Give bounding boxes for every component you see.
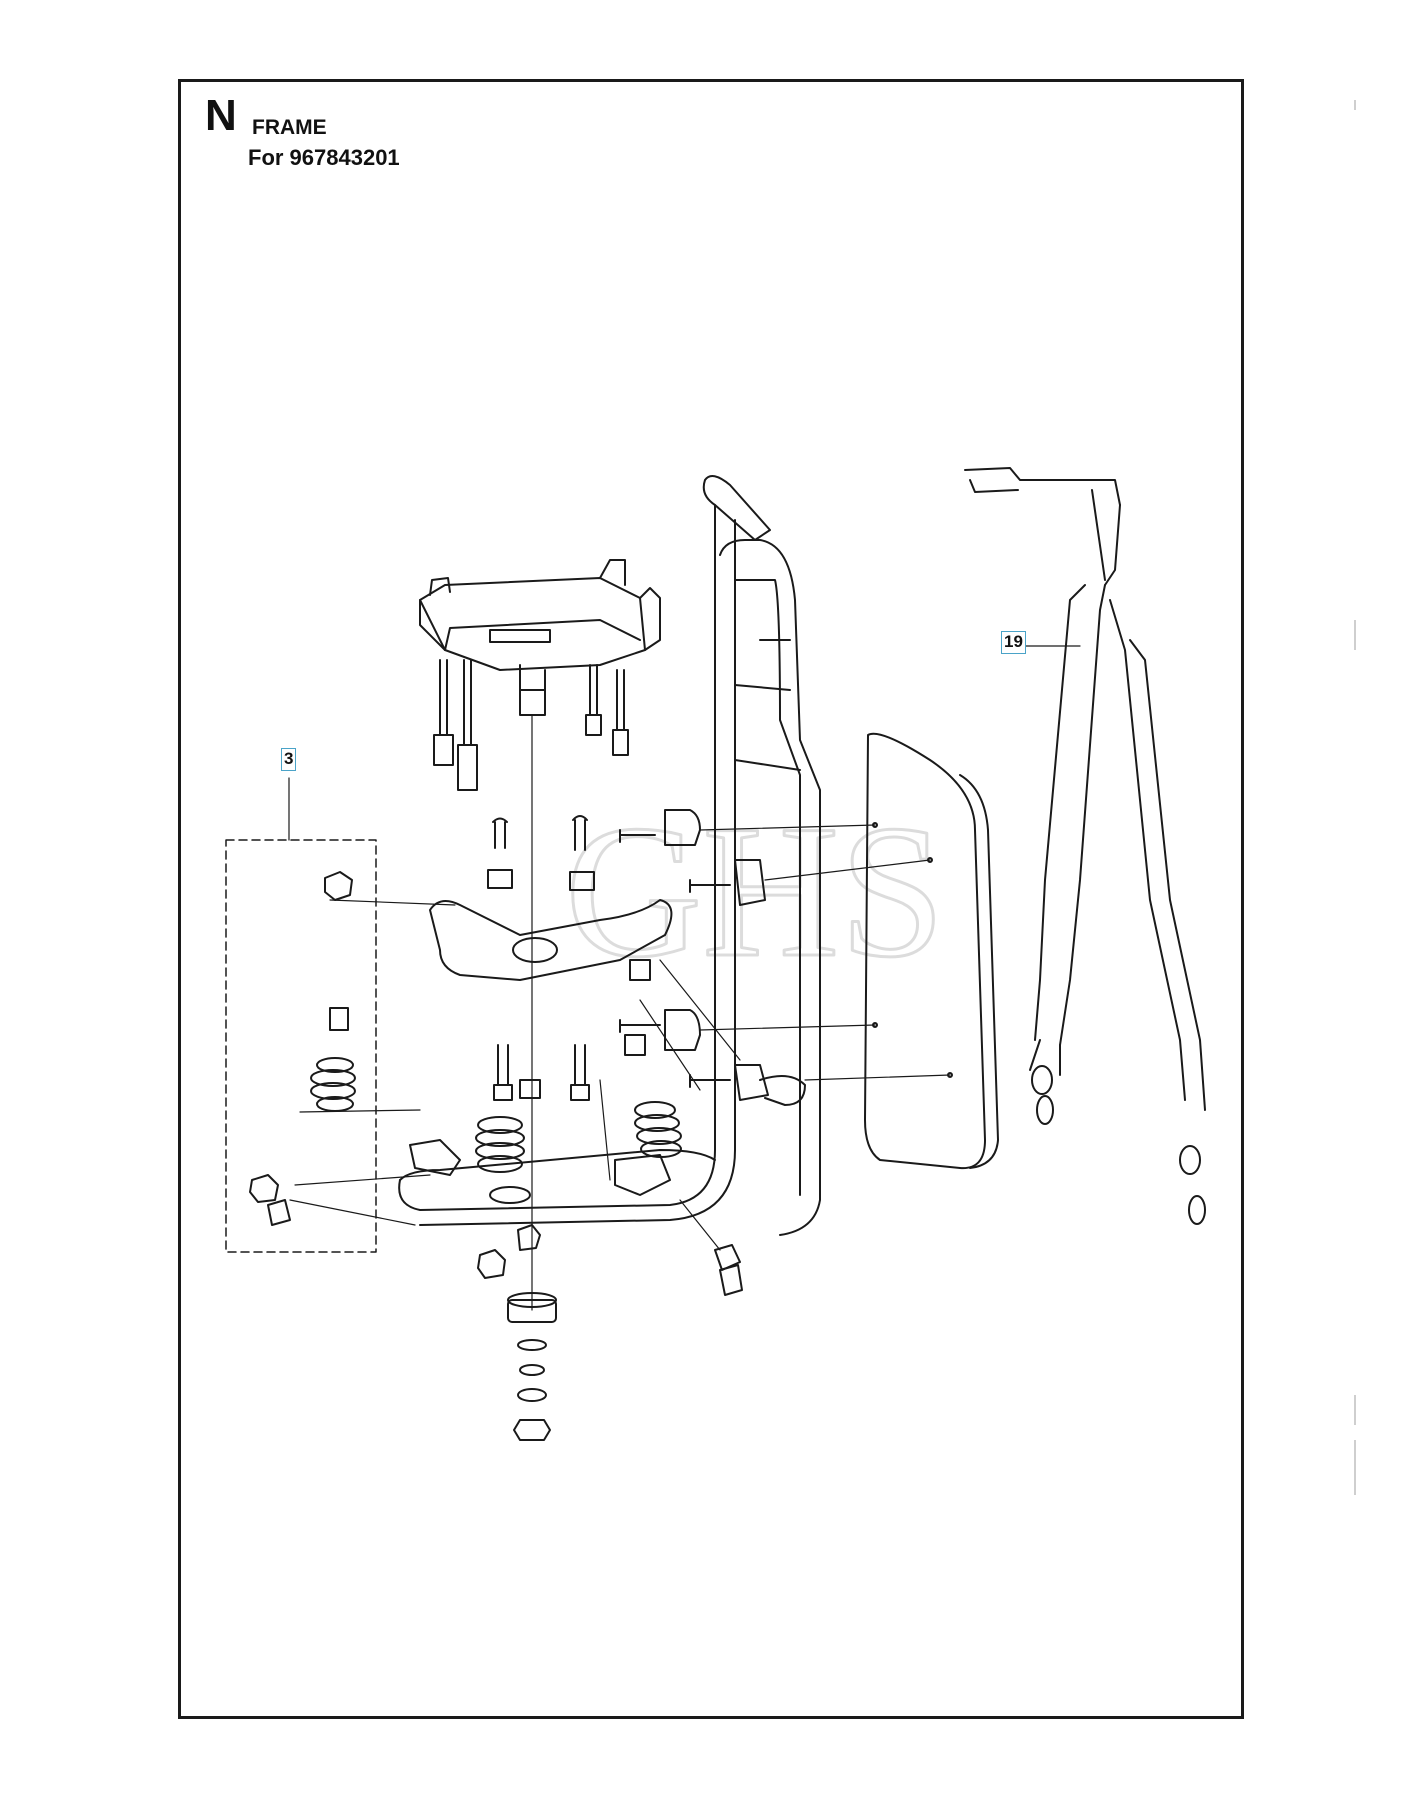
edge-mark [1354, 620, 1356, 650]
plate-bolts [433, 659, 629, 791]
callout-item-19[interactable]: 19 [1001, 631, 1026, 654]
lower-brackets [329, 959, 671, 1204]
edge-mark [1354, 100, 1356, 110]
leader-lines [289, 899, 741, 1251]
edge-mark [1354, 1475, 1356, 1495]
watermark-logo: GHS [565, 787, 945, 997]
section-letter: N [205, 91, 237, 140]
kit-box-3 [225, 839, 377, 1253]
springs [310, 1057, 682, 1173]
back-pad [864, 732, 999, 1170]
section-title: FRAME [252, 116, 327, 139]
edge-mark [1354, 1440, 1356, 1480]
pivot-bracket [429, 815, 673, 1101]
bearing-stack [507, 1292, 557, 1441]
model-number: For 967843201 [248, 145, 400, 170]
harness [964, 467, 1206, 1225]
back-frame [398, 475, 821, 1236]
mounting-plate [419, 559, 661, 1311]
callout-item-3[interactable]: 3 [281, 748, 297, 771]
edge-mark [1354, 1395, 1356, 1425]
drawing-frame [178, 79, 1244, 1719]
fasteners [249, 871, 743, 1296]
pad-clamps [619, 809, 951, 1106]
